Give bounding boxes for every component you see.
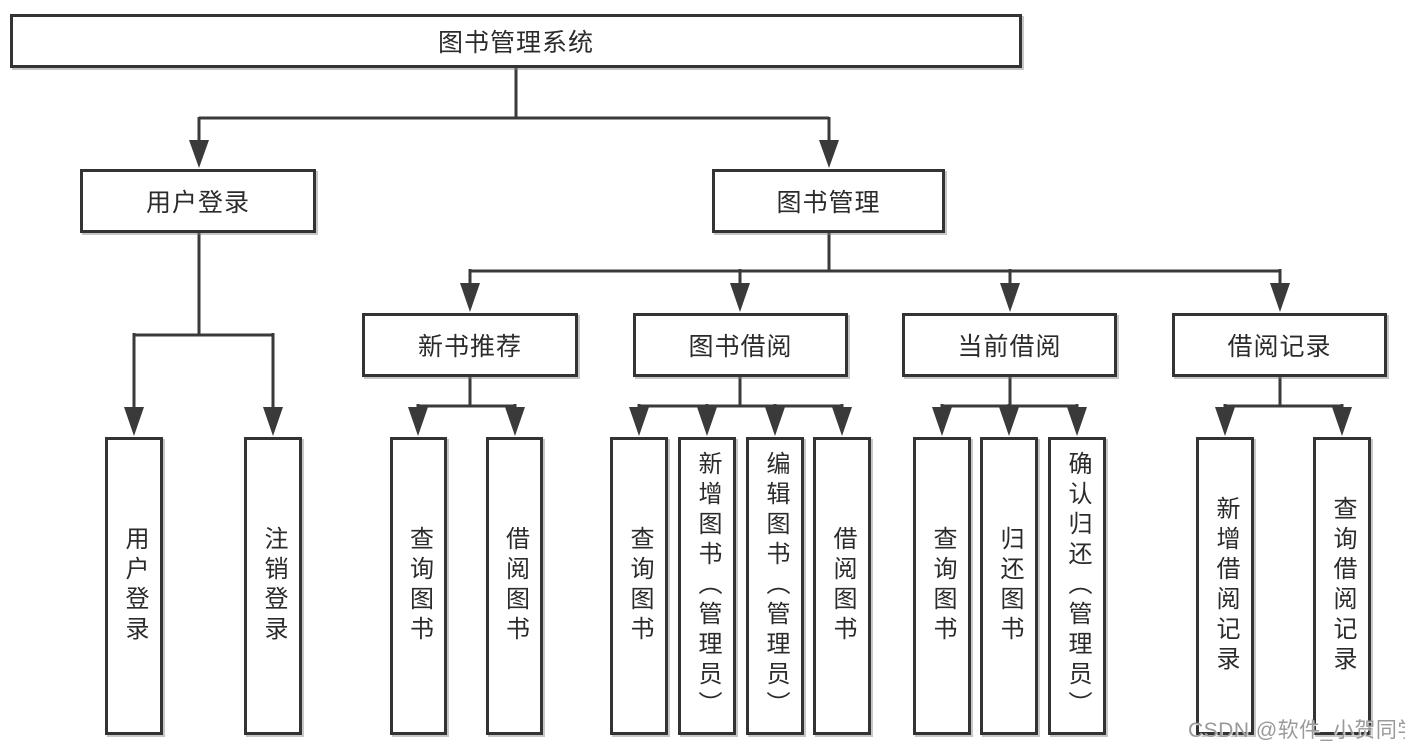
arrow-down-icon [505,407,525,436]
leaf-edit-book-admin: 编辑图书（管理员） [746,437,804,735]
connector-arrowheads [124,140,1352,436]
leaf-add-book-admin: 新增图书（管理员） [678,437,736,735]
leaf-user-login: 用户登录 [105,437,163,735]
leaf-borrow-book: 借阅图书 [813,437,871,735]
leaf-borrow-book-label: 借阅图书 [829,526,856,646]
connector-book-borrow-to-leaves [637,377,844,408]
node-borrow-record: 借阅记录 [1172,313,1387,377]
leaf-query-borrow-record-label: 查询借阅记录 [1329,496,1356,676]
leaf-borrow-query-book: 查询图书 [610,437,668,735]
arrow-down-icon [730,283,750,312]
arrow-down-icon [263,407,283,436]
node-book-management-label: 图书管理 [776,189,881,217]
node-current-borrow-label: 当前借阅 [957,333,1062,361]
leaf-recommend-borrow-book: 借阅图书 [486,437,543,735]
node-new-book-recommend-label: 新书推荐 [417,333,522,361]
leaf-confirm-return-admin: 确认归还（管理员） [1048,437,1106,735]
arrow-down-icon [765,407,785,436]
leaf-logout-login: 注销登录 [244,437,302,735]
node-new-book-recommend: 新书推荐 [362,313,578,377]
leaf-return-book: 归还图书 [980,437,1038,735]
leaf-recommend-query-book-label: 查询图书 [405,526,433,646]
arrow-down-icon [819,140,839,168]
node-user-login-label: 用户登录 [145,189,250,217]
leaf-edit-book-admin-label: 编辑图书（管理员） [762,451,789,721]
node-user-login: 用户登录 [80,169,316,233]
leaf-current-query-book-label: 查询图书 [929,526,956,646]
csdn-watermark: CSDN @软件_小贺同学 [1188,719,1405,742]
leaf-add-borrow-record-label: 新增借阅记录 [1212,496,1239,676]
arrow-down-icon [1067,407,1087,436]
arrow-down-icon [832,407,852,436]
connector-borrow-record-to-leaves [1223,377,1344,408]
arrow-down-icon [999,407,1019,436]
leaf-recommend-borrow-book-label: 借阅图书 [501,526,529,646]
connector-new-book-rec-to-leaves [416,377,517,408]
leaf-query-borrow-record: 查询借阅记录 [1313,437,1371,735]
node-borrow-record-label: 借阅记录 [1227,333,1332,361]
leaf-current-query-book: 查询图书 [913,437,971,735]
leaf-recommend-query-book: 查询图书 [390,437,447,735]
node-root-system: 图书管理系统 [10,14,1022,68]
connector-current-borrow-to-leaves [940,377,1079,408]
leaf-add-book-admin-label: 新增图书（管理员） [694,451,721,721]
connector-root-to-level2 [197,68,831,141]
leaf-add-borrow-record: 新增借阅记录 [1196,437,1254,735]
arrow-down-icon [408,407,428,436]
arrow-down-icon [1215,407,1235,436]
node-book-borrow: 图书借阅 [633,313,848,377]
node-book-management: 图书管理 [712,169,945,233]
leaf-borrow-query-book-label: 查询图书 [626,526,653,646]
leaf-user-login-label: 用户登录 [121,526,148,646]
arrow-down-icon [460,283,480,312]
arrow-down-icon [1000,283,1020,312]
arrow-down-icon [697,407,717,436]
arrow-down-icon [189,140,209,168]
connector-paths [132,68,1344,408]
connector-book-mgmt-to-level3 [468,233,1282,284]
leaf-return-book-label: 归还图书 [996,526,1023,646]
leaf-confirm-return-admin-label: 确认归还（管理员） [1064,451,1091,721]
connector-user-login-to-leaves [132,233,275,408]
arrow-down-icon [629,407,649,436]
leaf-logout-login-label: 注销登录 [260,526,287,646]
arrow-down-icon [124,407,144,436]
node-root-label: 图书管理系统 [437,29,594,57]
arrow-down-icon [1270,283,1290,312]
arrow-down-icon [1332,407,1352,436]
node-current-borrow: 当前借阅 [902,313,1117,377]
node-book-borrow-label: 图书借阅 [688,333,793,361]
arrow-down-icon [932,407,952,436]
